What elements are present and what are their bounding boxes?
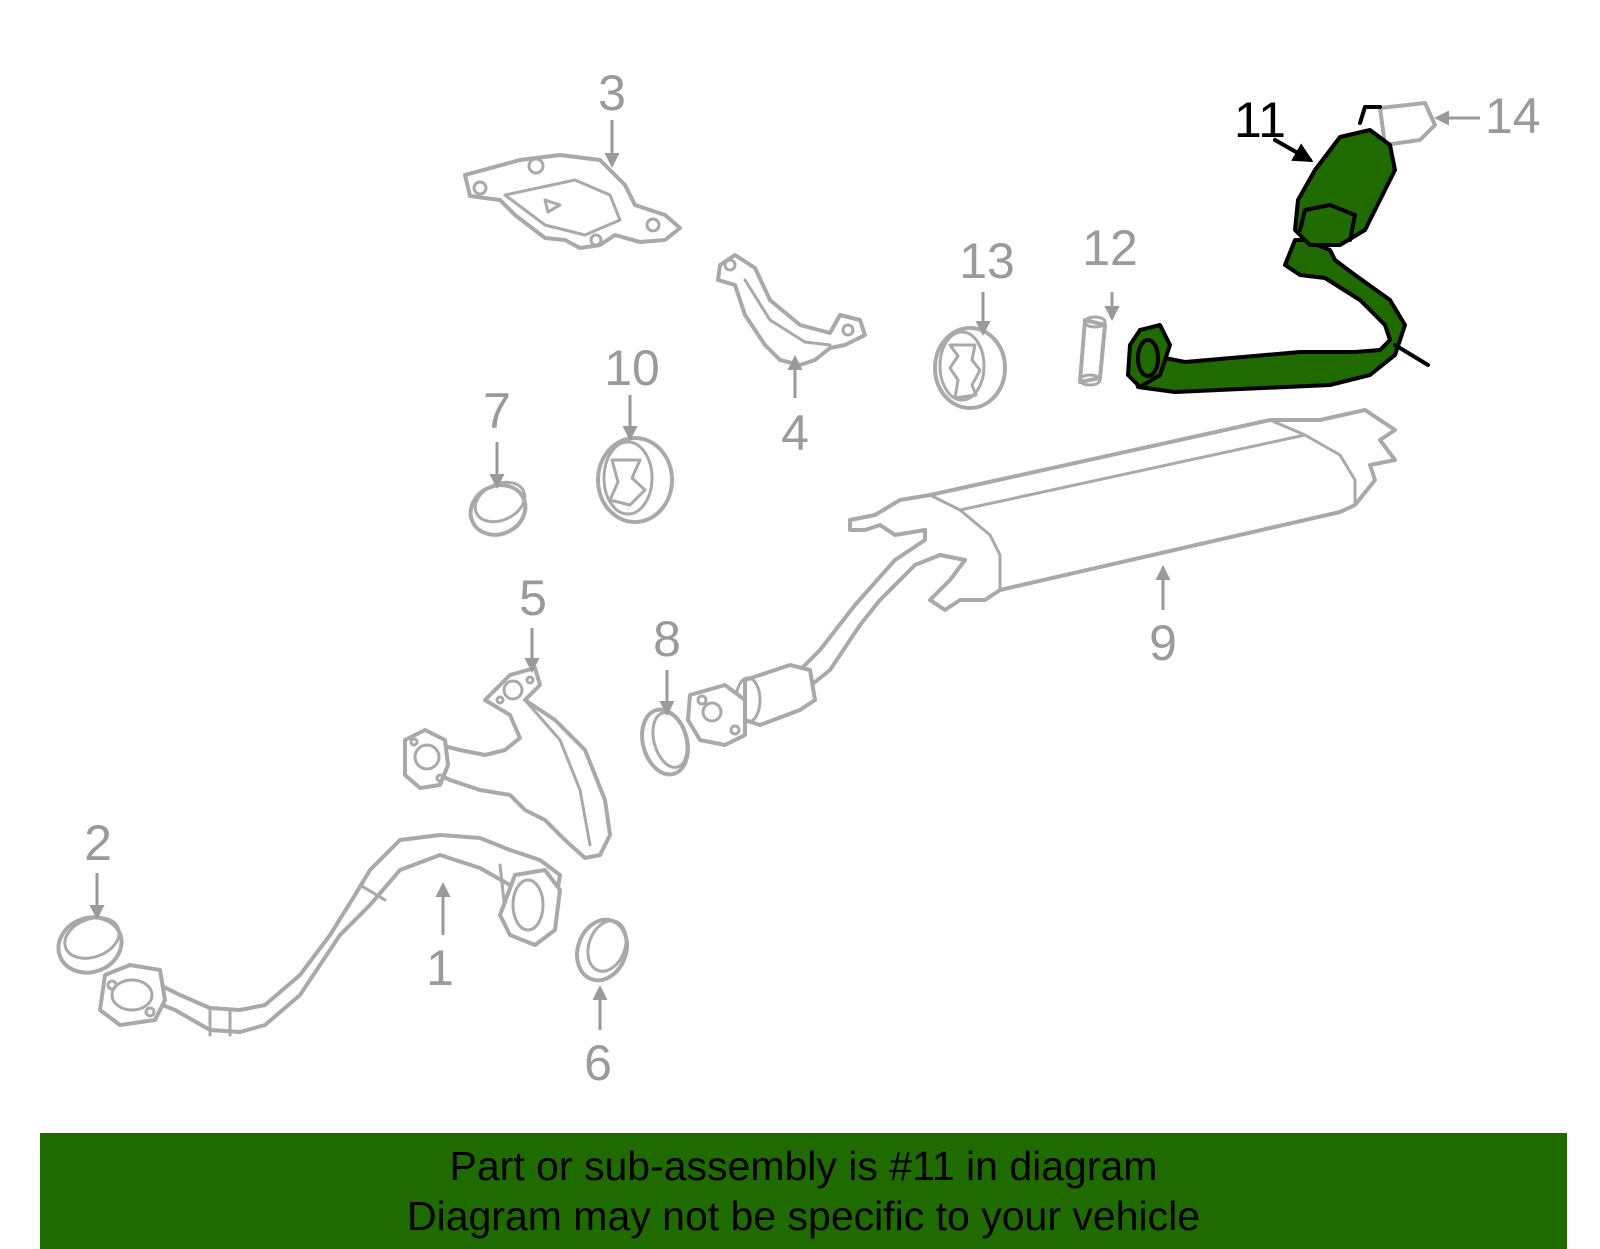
- callout-2: 2: [84, 815, 112, 871]
- callout-4: 4: [781, 405, 809, 461]
- part-13-hanger: [933, 326, 1007, 410]
- part-14-shield: [1378, 101, 1437, 147]
- callout-9: 9: [1149, 615, 1177, 671]
- part-6-clamp: [575, 917, 629, 983]
- callout-arrows: [89, 110, 1480, 1030]
- part-5-pipe: [403, 666, 612, 860]
- part-9-inlet-cat: [686, 663, 817, 747]
- callout-5: 5: [519, 570, 547, 626]
- part-7-clamp: [468, 480, 528, 537]
- part-12-gasket: [1078, 315, 1107, 387]
- part-2-clamp: [56, 915, 124, 975]
- callout-3: 3: [598, 65, 626, 121]
- callout-8: 8: [653, 611, 681, 667]
- banner-line-1: Part or sub-assembly is #11 in diagram: [449, 1143, 1158, 1189]
- part-3-bracket: [463, 153, 682, 250]
- callout-13: 13: [959, 233, 1015, 289]
- callout-10: 10: [604, 340, 660, 396]
- callout-1: 1: [426, 940, 454, 996]
- banner-line-2: Diagram may not be specific to your vehi…: [406, 1193, 1200, 1239]
- info-banner: Part or sub-assembly is #11 in diagram D…: [40, 1133, 1567, 1249]
- callout-12: 12: [1082, 220, 1138, 276]
- callout-labels: 3 4 13 12 10 7 5 8 9 1 2 6 14 11: [84, 65, 1541, 1091]
- part-8-clamp: [640, 707, 690, 777]
- part-4-strap: [716, 253, 867, 367]
- callout-6: 6: [584, 1035, 612, 1091]
- part-1-pipe: [98, 833, 562, 1037]
- callout-7: 7: [483, 383, 511, 439]
- callout-14: 14: [1485, 88, 1541, 144]
- part-10-hanger: [596, 436, 674, 524]
- callout-11: 11: [1234, 92, 1286, 148]
- part-11-highlighted: [1126, 105, 1430, 394]
- part-9-muffler: [788, 408, 1397, 700]
